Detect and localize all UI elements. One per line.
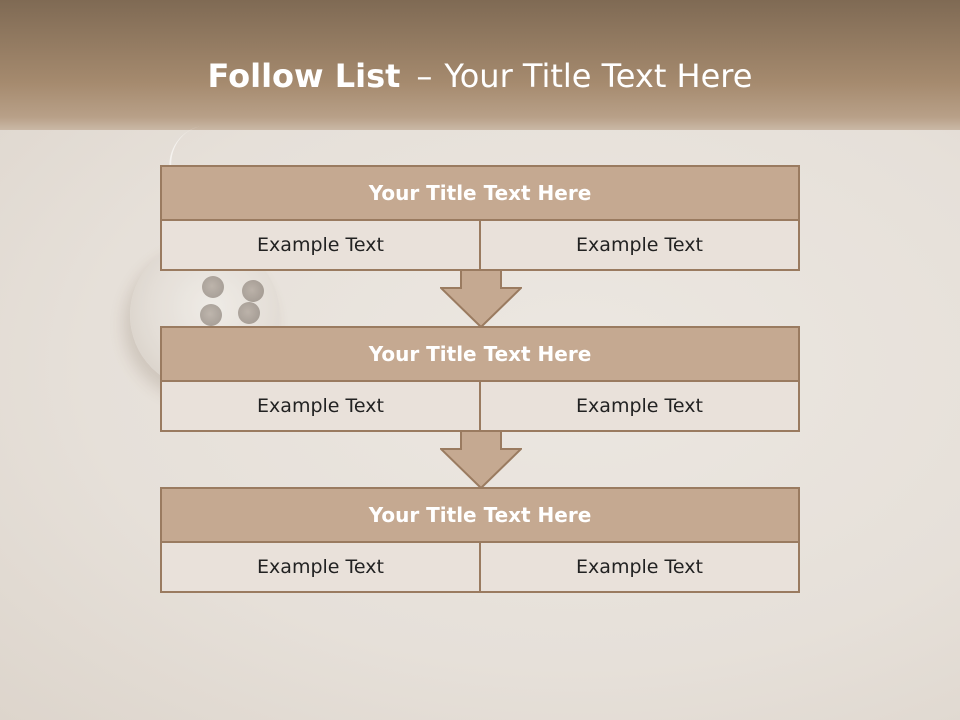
title-bold: Follow List bbox=[207, 57, 401, 95]
header-band bbox=[0, 0, 960, 150]
block-cell-left: Example Text bbox=[257, 395, 384, 417]
title-dash: – bbox=[416, 57, 433, 95]
title-rest: Your Title Text Here bbox=[444, 57, 753, 95]
block-row: Example Text Example Text bbox=[160, 382, 800, 432]
block-title: Your Title Text Here bbox=[160, 487, 800, 543]
list-block-2: Your Title Text Here Example Text Exampl… bbox=[160, 326, 800, 432]
block-row: Example Text Example Text bbox=[160, 221, 800, 271]
block-cell-right: Example Text bbox=[479, 221, 798, 269]
button-hole bbox=[202, 276, 224, 298]
button-hole bbox=[238, 302, 260, 324]
block-title: Your Title Text Here bbox=[160, 165, 800, 221]
block-cell-left: Example Text bbox=[257, 556, 384, 578]
button-hole bbox=[242, 280, 264, 302]
block-title: Your Title Text Here bbox=[160, 326, 800, 382]
block-cell-right: Example Text bbox=[479, 543, 798, 591]
block-cell-right: Example Text bbox=[479, 382, 798, 430]
down-arrow-icon bbox=[440, 270, 522, 328]
down-arrow-icon bbox=[440, 431, 522, 489]
list-block-1: Your Title Text Here Example Text Exampl… bbox=[160, 165, 800, 271]
slide-title: Follow List–Your Title Text Here bbox=[0, 52, 960, 100]
button-hole bbox=[200, 304, 222, 326]
list-block-3: Your Title Text Here Example Text Exampl… bbox=[160, 487, 800, 593]
block-row: Example Text Example Text bbox=[160, 543, 800, 593]
block-cell-left: Example Text bbox=[257, 234, 384, 256]
